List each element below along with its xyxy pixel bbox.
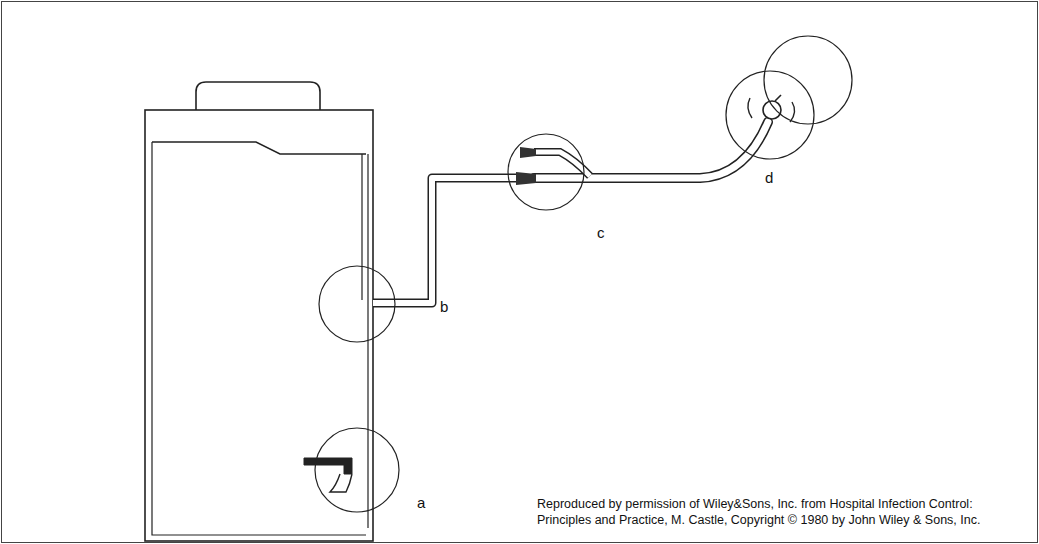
bag-fold-line <box>152 142 366 154</box>
catheter <box>534 122 768 178</box>
tap-outlet <box>330 474 352 492</box>
inner-tube <box>361 154 362 300</box>
callout-letter: a <box>417 494 425 512</box>
focus-circle <box>726 71 814 159</box>
bag-handle <box>196 82 320 110</box>
catheter <box>534 122 768 178</box>
focus-circle <box>319 266 395 342</box>
callout-letter: c <box>597 224 605 242</box>
catheter-tip <box>763 101 781 119</box>
focus-circle <box>508 134 584 210</box>
drainage-tube <box>373 178 526 303</box>
callout-letter: d <box>765 169 773 187</box>
focus-circle <box>315 428 399 512</box>
drainage-tube <box>373 178 526 303</box>
connector-plug <box>516 172 536 185</box>
catheter-tip <box>775 95 781 101</box>
permission-note: Reproduced by permission of Wiley&Sons, … <box>537 496 987 528</box>
urethral-meatus <box>790 102 795 122</box>
bag-inner-wall <box>152 142 366 535</box>
urethral-meatus <box>748 98 752 118</box>
catheter-side-arm <box>534 152 590 176</box>
catheter-plug <box>520 147 536 158</box>
catheter-side-arm <box>534 152 590 176</box>
focus-circle <box>764 36 852 124</box>
drainage-bag <box>145 110 373 541</box>
drainage-tap <box>304 458 352 474</box>
callout-letter: b <box>440 298 448 316</box>
